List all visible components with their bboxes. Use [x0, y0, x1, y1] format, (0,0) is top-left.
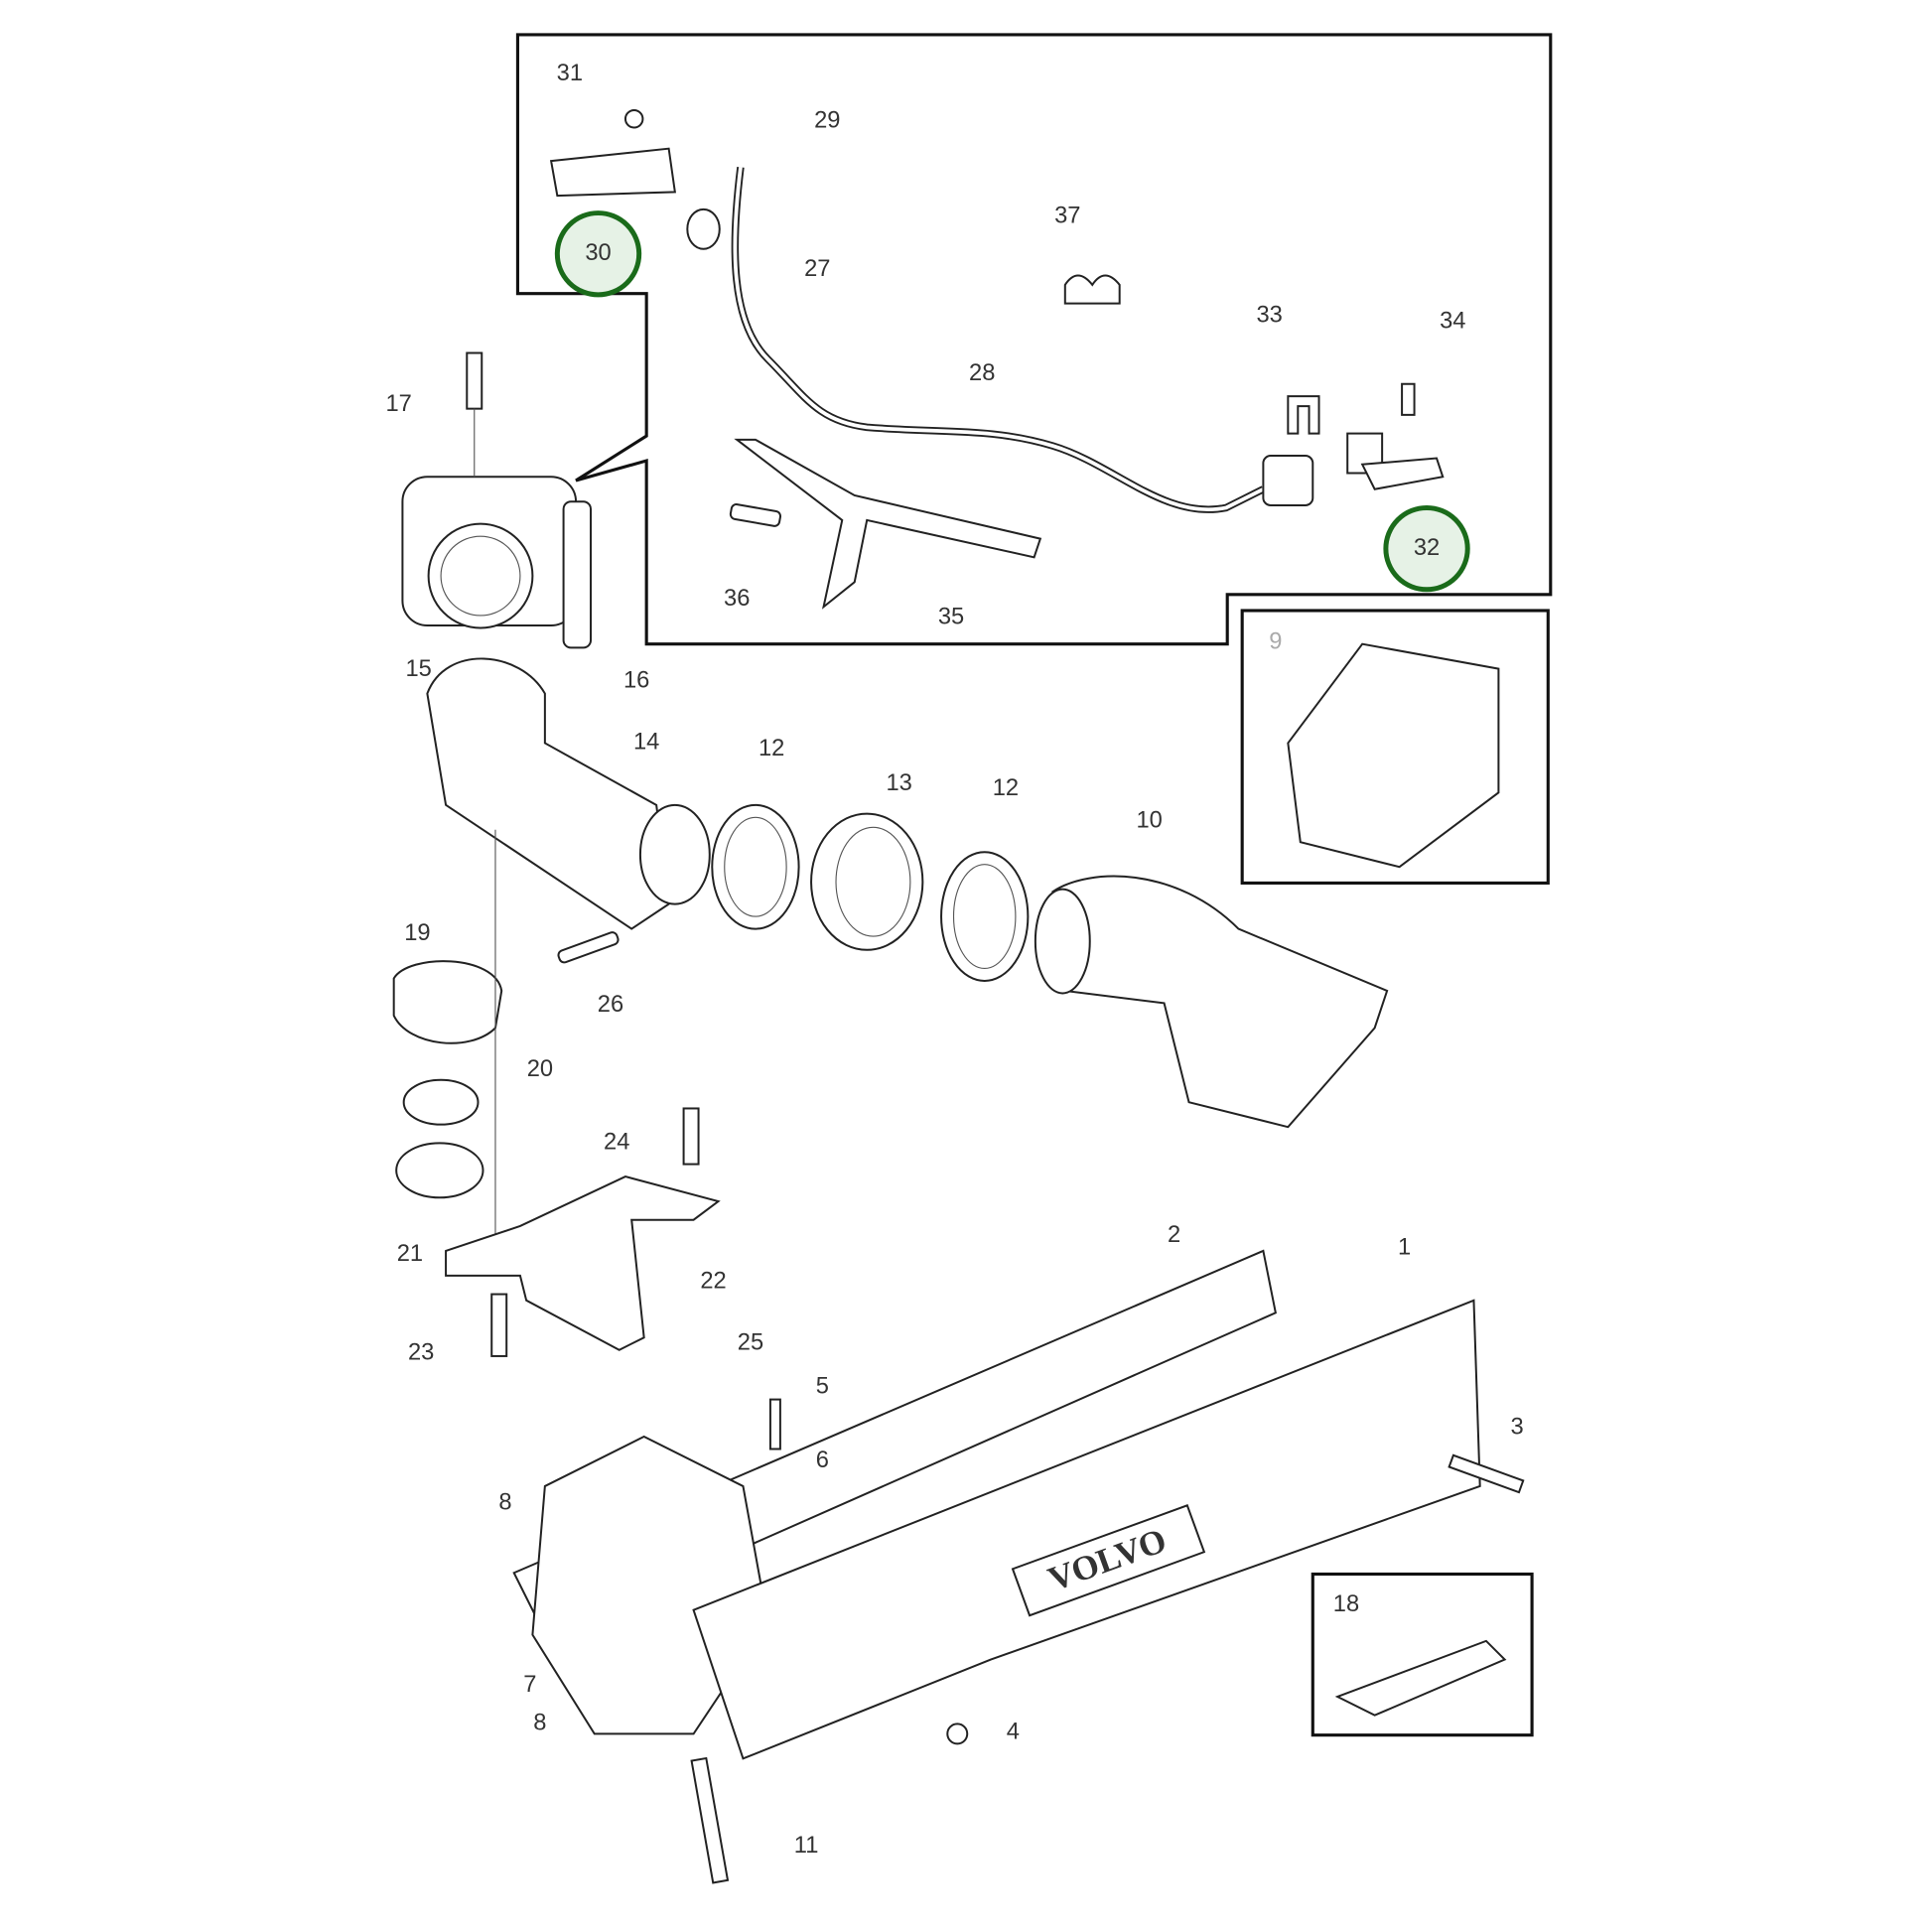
- callout-35[interactable]: 35: [938, 605, 964, 630]
- callout-7[interactable]: 7: [523, 1672, 536, 1698]
- callout-16[interactable]: 16: [623, 667, 649, 693]
- callout-number: 14: [633, 730, 659, 756]
- callout-13[interactable]: 13: [886, 770, 911, 796]
- callout-number: 16: [623, 667, 649, 693]
- callout-22[interactable]: 22: [700, 1268, 726, 1294]
- callout-number: 4: [1007, 1719, 1020, 1744]
- callout-number: 6: [816, 1448, 829, 1473]
- callout-number: 18: [1333, 1591, 1359, 1617]
- callout-8a[interactable]: 8: [498, 1490, 511, 1516]
- callout-5[interactable]: 5: [816, 1373, 829, 1399]
- callout-number: 34: [1440, 309, 1465, 335]
- callout-34[interactable]: 34: [1440, 309, 1465, 335]
- callout-2[interactable]: 2: [1168, 1222, 1180, 1248]
- callout-number: 23: [408, 1340, 434, 1366]
- callout-8b[interactable]: 8: [533, 1711, 546, 1736]
- callout-number: 13: [886, 770, 911, 796]
- callout-28[interactable]: 28: [969, 360, 995, 386]
- callout-number: 8: [533, 1711, 546, 1736]
- callout-27[interactable]: 27: [804, 256, 830, 282]
- callout-11[interactable]: 11: [794, 1833, 819, 1859]
- inlet-pipe-drawing: [426, 657, 1389, 1129]
- callout-number: 1: [1398, 1235, 1411, 1261]
- sealant-tube-part-18: [1334, 1639, 1507, 1717]
- callout-9[interactable]: 9: [1269, 629, 1282, 655]
- callout-3[interactable]: 3: [1511, 1415, 1524, 1441]
- callout-25[interactable]: 25: [738, 1330, 763, 1356]
- inset-box-part-9: [1240, 609, 1550, 885]
- callout-number: 29: [814, 108, 840, 134]
- callout-number: 15: [405, 656, 431, 682]
- connector-part-9: [1287, 642, 1500, 869]
- callout-number: 3: [1511, 1415, 1524, 1441]
- callout-number: 12: [993, 775, 1019, 801]
- callout-number: 37: [1054, 204, 1080, 229]
- callout-number: 10: [1136, 807, 1162, 833]
- detail-frame-sensor-harness: [515, 33, 1553, 646]
- callout-26[interactable]: 26: [598, 992, 623, 1018]
- callout-number: 9: [1269, 629, 1282, 655]
- throttle-body-drawing: [401, 351, 593, 649]
- callout-12b[interactable]: 12: [993, 775, 1019, 801]
- sensor-harness-drawing: [549, 109, 1445, 610]
- callout-31[interactable]: 31: [557, 61, 583, 86]
- callout-number: 20: [527, 1056, 553, 1082]
- callout-number: 21: [397, 1241, 423, 1267]
- callout-number: 5: [816, 1373, 829, 1399]
- highlight-circle: [554, 210, 642, 298]
- callout-23[interactable]: 23: [408, 1340, 434, 1366]
- callout-number: 17: [385, 391, 411, 417]
- callout-number: 12: [759, 736, 784, 761]
- highlight-circle: [1383, 504, 1470, 593]
- callout-14[interactable]: 14: [633, 730, 659, 756]
- callout-number: 11: [794, 1833, 819, 1859]
- callout-24[interactable]: 24: [604, 1130, 629, 1156]
- callout-1[interactable]: 1: [1398, 1235, 1411, 1261]
- callout-number: 22: [700, 1268, 726, 1294]
- callout-4[interactable]: 4: [1007, 1719, 1020, 1744]
- callout-21[interactable]: 21: [397, 1241, 423, 1267]
- callout-number: 33: [1256, 302, 1282, 328]
- intake-manifold-drawing: VOLVO: [512, 1249, 1525, 1884]
- callout-32[interactable]: 32: [1383, 504, 1470, 593]
- callout-number: 25: [738, 1330, 763, 1356]
- callout-12a[interactable]: 12: [759, 736, 784, 761]
- callout-18[interactable]: 18: [1333, 1591, 1359, 1617]
- callout-6[interactable]: 6: [816, 1448, 829, 1473]
- callout-36[interactable]: 36: [724, 586, 750, 612]
- callout-37[interactable]: 37: [1054, 204, 1080, 229]
- callout-20[interactable]: 20: [527, 1056, 553, 1082]
- callout-number: 7: [523, 1672, 536, 1698]
- callout-10[interactable]: 10: [1136, 807, 1162, 833]
- inset-box-part-18: [1311, 1572, 1534, 1737]
- callout-number: 27: [804, 256, 830, 282]
- callout-number: 30: [585, 240, 611, 266]
- egr-bracket-drawing: [392, 829, 721, 1357]
- callout-30[interactable]: 30: [554, 210, 642, 298]
- callout-number: 8: [498, 1490, 511, 1516]
- callout-number: 31: [557, 61, 583, 86]
- callout-29[interactable]: 29: [814, 108, 840, 134]
- callout-number: 19: [404, 920, 430, 946]
- callout-number: 36: [724, 586, 750, 612]
- callout-number: 35: [938, 605, 964, 630]
- callout-number: 24: [604, 1130, 629, 1156]
- callout-number: 28: [969, 360, 995, 386]
- callout-15[interactable]: 15: [405, 656, 431, 682]
- callout-number: 26: [598, 992, 623, 1018]
- callout-number: 2: [1168, 1222, 1180, 1248]
- callout-33[interactable]: 33: [1256, 302, 1282, 328]
- callout-19[interactable]: 19: [404, 920, 430, 946]
- callout-17[interactable]: 17: [385, 391, 411, 417]
- callout-number: 32: [1414, 535, 1440, 561]
